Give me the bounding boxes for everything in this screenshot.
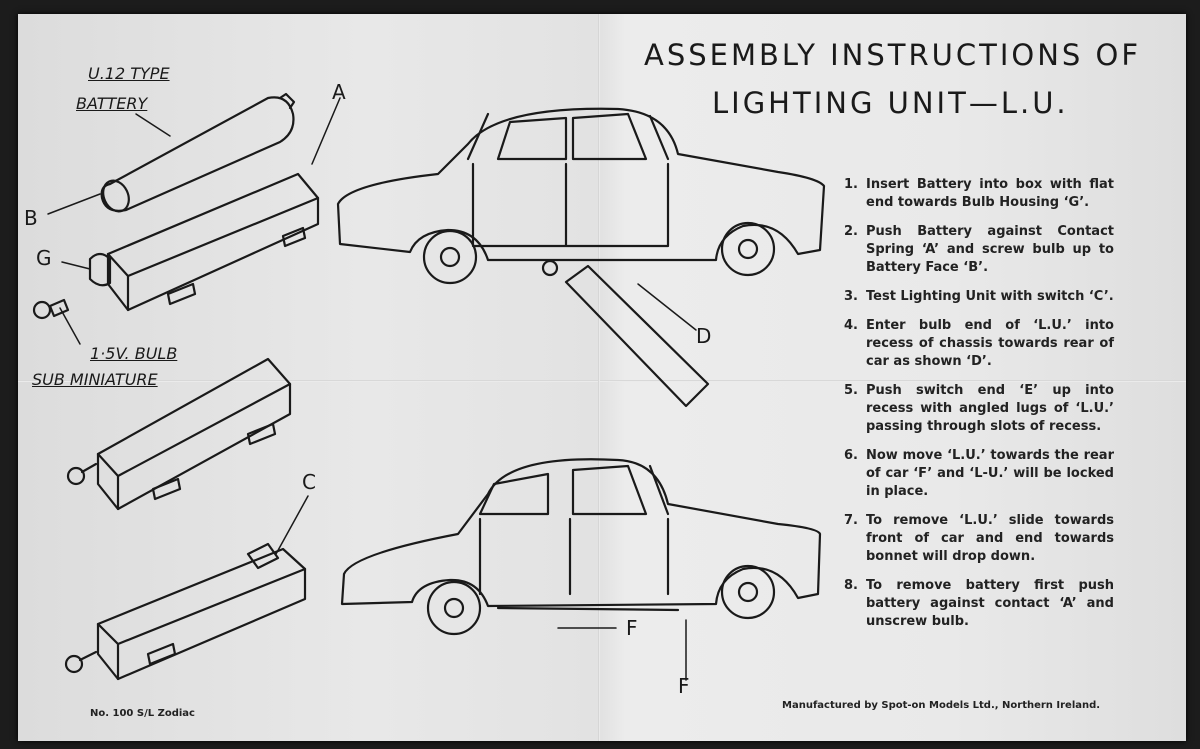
step-item: 5. Push switch end ‘E’ up into recess wit…: [844, 382, 1114, 436]
step-text: Insert Battery into box with flat end to…: [866, 177, 1114, 210]
instruction-sheet: U.12 TYPE BATTERY 1·5V. BULB SUB MINIATU…: [18, 14, 1186, 741]
car-top-drawing: [336, 107, 826, 285]
step-text: Push switch end ‘E’ up into recess with …: [866, 383, 1114, 434]
step-item: 1. Insert Battery into box with flat end …: [844, 176, 1114, 212]
step-text: To remove ‘L.U.’ slide towards front of …: [866, 513, 1114, 564]
label-a: A: [332, 80, 346, 104]
step-number: 6.: [844, 448, 858, 463]
assembled-unit-with-switch-drawing: [64, 542, 307, 681]
label-f-horizontal: F: [626, 616, 638, 640]
step-number: 4.: [844, 318, 858, 333]
instruction-steps: 1. Insert Battery into box with flat end …: [844, 176, 1114, 642]
step-item: 2. Push Battery against Contact Spring ‘A…: [844, 223, 1114, 277]
car-bottom-drawing: [340, 458, 822, 636]
step-number: 3.: [844, 289, 858, 304]
step-number: 8.: [844, 578, 858, 593]
battery-drawing: [100, 92, 296, 213]
model-number: No. 100 S/L Zodiac: [90, 708, 195, 719]
step-item: 7. To remove ‘L.U.’ slide towards front o…: [844, 512, 1114, 566]
step-item: 6. Now move ‘L.U.’ towards the rear of ca…: [844, 447, 1114, 501]
pointer-lines: [47, 97, 697, 681]
title-line-2: LIGHTING UNIT—L.U.: [712, 86, 1069, 120]
bulb-label: 1·5V. BULB: [90, 344, 178, 363]
battery-label: BATTERY: [76, 94, 148, 113]
step-item: 4. Enter bulb end of ‘L.U.’ into recess o…: [844, 317, 1114, 371]
step-text: Test Lighting Unit with switch ‘C’.: [866, 289, 1114, 304]
fold-line-vertical: [598, 14, 600, 741]
step-text: Push Battery against Contact Spring ‘A’ …: [866, 224, 1114, 275]
label-c: C: [302, 470, 316, 494]
step-text: To remove battery first push battery aga…: [866, 578, 1114, 629]
step-number: 7.: [844, 513, 858, 528]
label-g: G: [36, 246, 52, 270]
step-item: 3. Test Lighting Unit with switch ‘C’.: [844, 288, 1114, 306]
lighting-unit-inserting-drawing: [541, 259, 710, 408]
battery-box-drawing: [88, 172, 320, 312]
step-number: 1.: [844, 177, 858, 192]
assembled-unit-drawing: [66, 357, 292, 511]
label-d: D: [696, 324, 712, 348]
sub-miniature-label: SUB MINIATURE: [32, 370, 158, 389]
bulb-drawing: [32, 298, 70, 320]
step-number: 5.: [844, 383, 858, 398]
label-f-vertical: F: [678, 674, 690, 698]
manufacturer-note: Manufactured by Spot-on Models Ltd., Nor…: [782, 700, 1101, 711]
label-b: B: [24, 206, 38, 230]
step-text: Now move ‘L.U.’ towards the rear of car …: [866, 448, 1114, 499]
step-item: 8. To remove battery first push battery a…: [844, 577, 1114, 631]
step-number: 2.: [844, 224, 858, 239]
title-line-1: ASSEMBLY INSTRUCTIONS OF: [644, 38, 1142, 72]
step-text: Enter bulb end of ‘L.U.’ into recess of …: [866, 318, 1114, 369]
battery-type-label: U.12 TYPE: [88, 64, 170, 83]
illustrations: [32, 92, 826, 681]
fold-line-horizontal: [18, 380, 1186, 382]
